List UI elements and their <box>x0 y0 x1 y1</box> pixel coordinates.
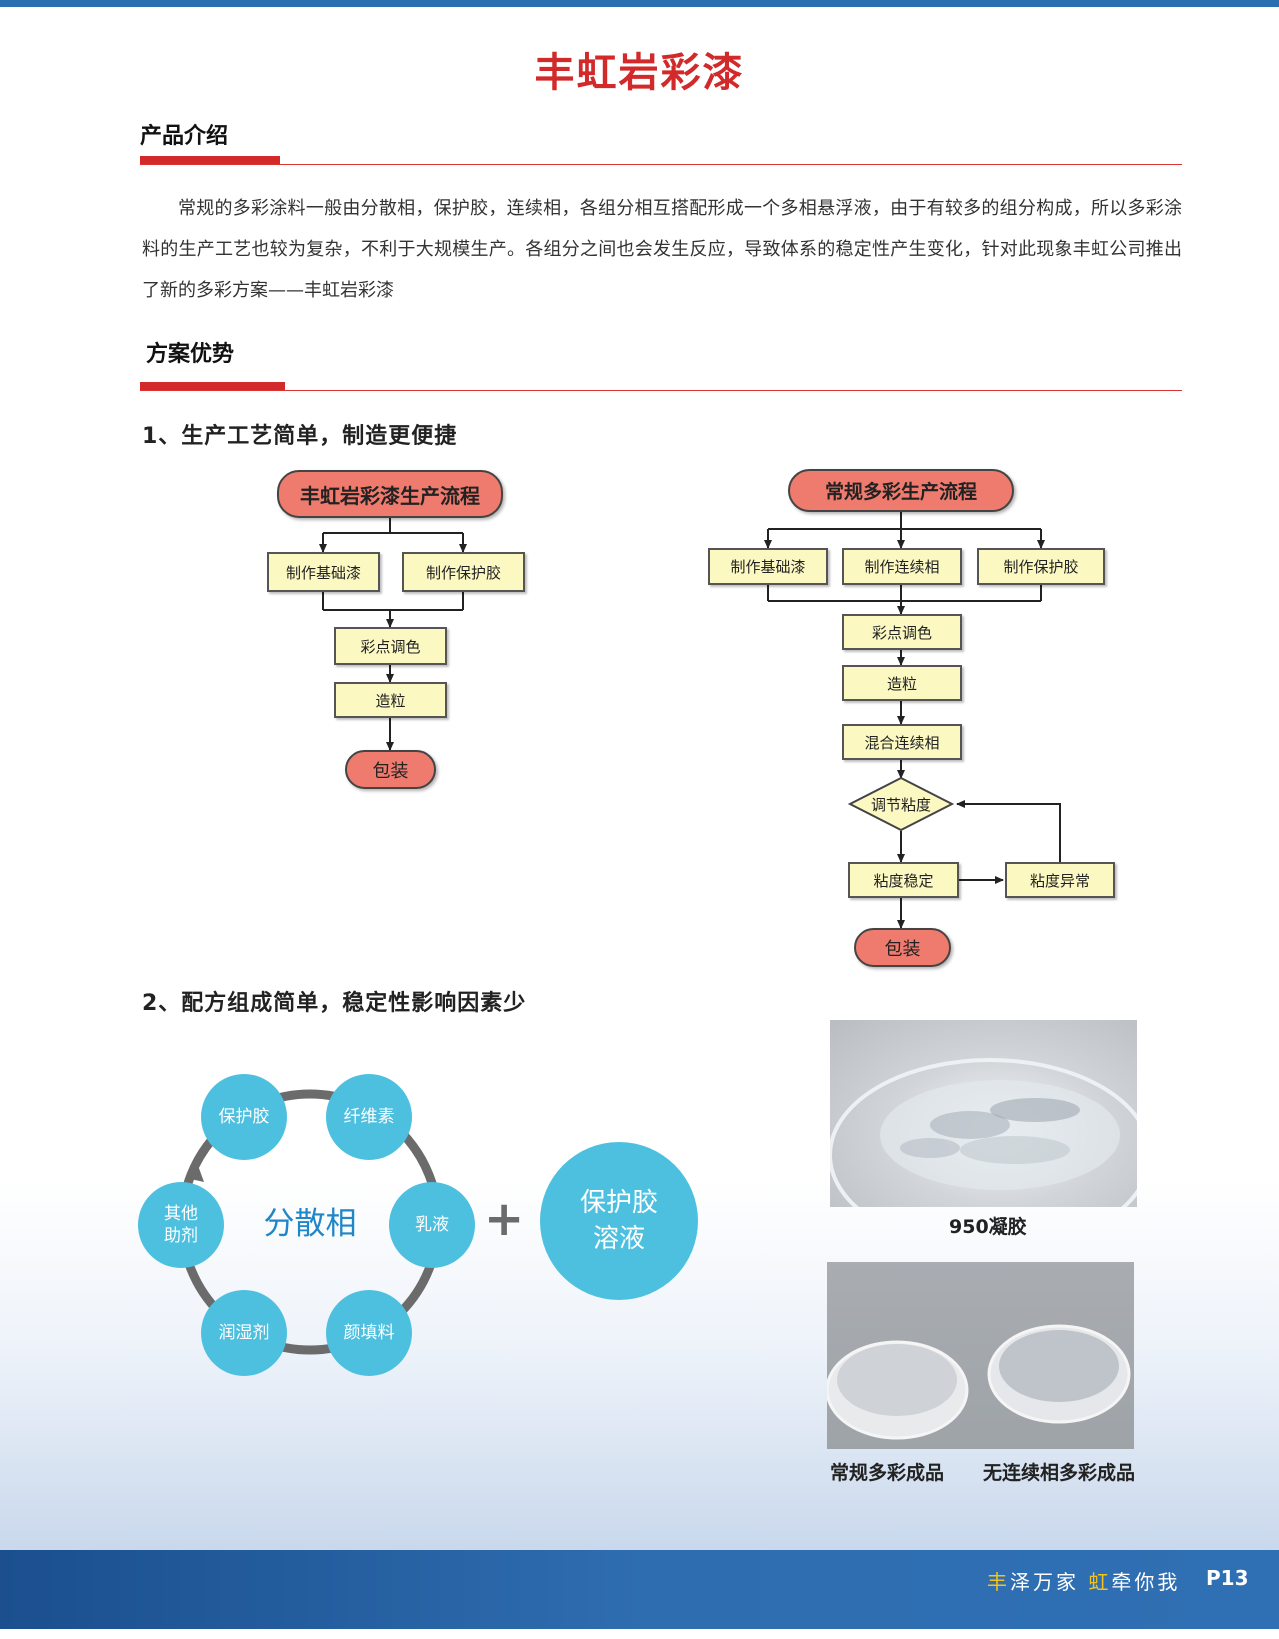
flow-right-step-abnormal: 粘度异常 <box>1005 862 1115 898</box>
top-accent-bar <box>0 0 1279 7</box>
slogan-text: 泽万家 <box>1010 1570 1089 1594</box>
gel-caption: 950凝胶 <box>949 1216 1027 1238</box>
product-caption-regular: 常规多彩成品 <box>830 1462 945 1484</box>
flow-right-step-continuous: 制作连续相 <box>842 548 962 585</box>
flow-left-end: 包装 <box>345 750 436 789</box>
plus-icon: + <box>484 1191 525 1247</box>
section-divider <box>140 164 1182 165</box>
flow-left-title: 丰虹岩彩漆生产流程 <box>277 470 503 518</box>
slogan-text: 牵你我 <box>1111 1570 1181 1594</box>
section-heading-advantages: 方案优势 <box>146 342 235 367</box>
section-divider <box>140 390 1182 391</box>
slogan-highlight: 虹 <box>1088 1570 1112 1594</box>
flow-left-step-color: 彩点调色 <box>334 627 447 665</box>
formula-center-label: 分散相 <box>263 1206 357 1242</box>
formula-node-emulsion: 乳液 <box>389 1182 475 1268</box>
intro-paragraph: 常规的多彩涂料一般由分散相，保护胶，连续相，各组分相互搭配形成一个多相悬浮液，由… <box>142 198 1182 301</box>
product-caption-no-continuous: 无连续相多彩成品 <box>983 1462 1136 1484</box>
flow-left-step-protect-gel: 制作保护胶 <box>402 552 525 592</box>
section-accent-bar <box>140 382 285 390</box>
decision-diamond <box>847 776 955 832</box>
ring-arrow-icon <box>186 1160 204 1182</box>
flow-right-title: 常规多彩生产流程 <box>788 469 1014 512</box>
products-photo <box>827 1262 1134 1449</box>
footer-slogan: 丰泽万家 虹牵你我 <box>987 1566 1180 1595</box>
flow-right-step-base-paint: 制作基础漆 <box>708 548 828 585</box>
page-title: 丰虹岩彩漆 <box>534 50 745 96</box>
advantage-point-1: 1、生产工艺简单，制造更便捷 <box>142 424 458 449</box>
flow-right-decision-label: 调节粘度 <box>870 795 931 814</box>
formula-node-protect-gel: 保护胶 <box>201 1074 287 1160</box>
formula-node-other-additives: 其他 助剂 <box>138 1182 224 1268</box>
flow-right-step-protect-gel: 制作保护胶 <box>977 548 1105 585</box>
flow-left-step-granulate: 造粒 <box>334 682 447 718</box>
footer-bar <box>0 1550 1279 1629</box>
footer-bottom-edge <box>0 1629 1279 1639</box>
flow-right-step-color: 彩点调色 <box>842 614 962 650</box>
flow-right-end: 包装 <box>854 928 951 967</box>
flow-right-step-granulate: 造粒 <box>842 665 962 701</box>
slogan-highlight: 丰 <box>987 1570 1010 1594</box>
formula-node-filler: 颜填料 <box>326 1290 412 1376</box>
advantage-point-2: 2、配方组成简单，稳定性影响因素少 <box>142 991 527 1016</box>
page-number: P13 <box>1206 1566 1249 1590</box>
formula-protect-solution: 保护胶 溶液 <box>540 1142 698 1300</box>
formula-node-cellulose: 纤维素 <box>326 1074 412 1160</box>
formula-node-wetting: 润湿剂 <box>201 1290 287 1376</box>
flow-left-step-base-paint: 制作基础漆 <box>267 552 380 592</box>
flow-right-step-stable: 粘度稳定 <box>848 862 959 898</box>
flow-right-step-mix: 混合连续相 <box>842 724 962 760</box>
gel-photo <box>830 1020 1137 1207</box>
section-heading-intro: 产品介绍 <box>140 124 229 149</box>
section-accent-bar <box>140 156 280 164</box>
